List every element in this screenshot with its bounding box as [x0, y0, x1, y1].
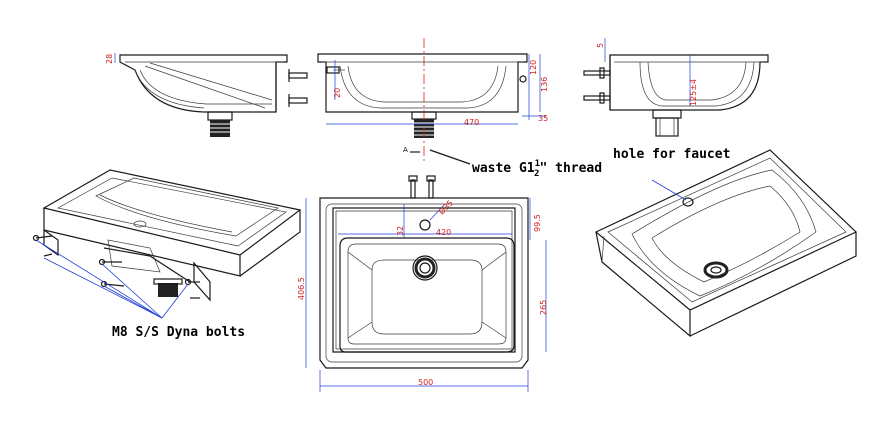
dim-470: 470	[464, 118, 479, 127]
plan-view: 420 32 Ø35 99.5 265 406.5 500	[297, 175, 548, 392]
dim-265: 265	[539, 300, 548, 315]
dim-420: 420	[436, 228, 451, 237]
side-view-left: 28	[105, 53, 308, 137]
dim-125: 125±4	[689, 79, 698, 106]
dim-500: 500	[418, 378, 433, 387]
faucet-label: hole for faucet	[613, 147, 730, 162]
dim-5: 5	[596, 43, 605, 48]
section-label-a: A	[403, 146, 408, 154]
dim-35: 35	[538, 114, 548, 123]
dim-406-5: 406.5	[297, 277, 306, 300]
dim-136: 136	[540, 77, 549, 92]
side-view-right: 125±4 5	[583, 38, 769, 137]
iso-view-right	[594, 149, 858, 338]
dim-99-5: 99.5	[533, 214, 542, 232]
front-view: A 470 120 136 35 20	[317, 38, 549, 162]
dim-28: 28	[105, 54, 114, 64]
dim-20: 20	[333, 88, 342, 98]
bolts-label: M8 S/S Dyna bolts	[112, 325, 245, 340]
dim-120: 120	[529, 60, 538, 75]
dim-32: 32	[396, 226, 405, 236]
iso-view-left	[32, 169, 302, 319]
dim-hole: Ø35	[436, 198, 455, 217]
